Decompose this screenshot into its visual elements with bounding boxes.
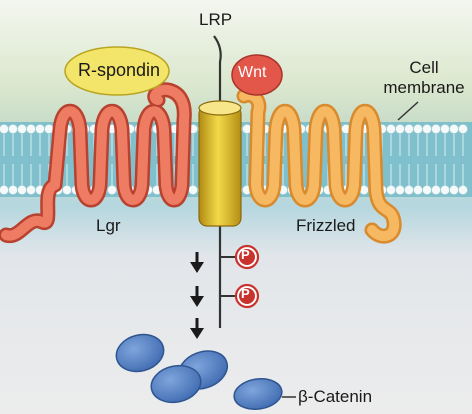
lipid-head — [16, 184, 27, 195]
lipid-head — [412, 124, 423, 135]
lipid-head — [385, 184, 396, 195]
lipid-head — [62, 184, 73, 195]
frizzled-receptor — [236, 87, 402, 244]
lipid-head — [448, 184, 459, 195]
signal-arrows — [190, 252, 204, 339]
arrow-3 — [190, 318, 204, 339]
lipid-head — [394, 184, 405, 195]
beta-catenin-blob — [115, 333, 165, 373]
lipid-head — [35, 124, 46, 135]
arrow-1 — [190, 252, 204, 273]
arrow-2 — [190, 286, 204, 307]
r-spondin-ligand — [64, 46, 170, 96]
phospho-group-2 — [220, 283, 260, 309]
lipid-head — [7, 184, 18, 195]
lipid-head — [439, 124, 450, 135]
lipid-head — [421, 184, 432, 195]
lipid-head — [25, 184, 36, 195]
lipid-head — [430, 124, 441, 135]
lgr-label: Lgr — [96, 216, 121, 235]
wnt-label: Wnt — [238, 64, 267, 81]
lipid-head — [430, 184, 441, 195]
lipid-head — [457, 184, 468, 195]
phospho-group-1 — [220, 244, 260, 270]
lipid-head — [403, 184, 414, 195]
lipid-head — [439, 184, 450, 195]
lipid-head — [448, 124, 459, 135]
beta-catenin-label: β-Catenin — [298, 387, 373, 406]
frizzled-label: Frizzled — [296, 216, 356, 235]
beta-catenin-molecules — [115, 333, 283, 410]
lipid-head — [107, 184, 118, 195]
lipid-head — [16, 124, 27, 135]
lipid-head — [412, 184, 423, 195]
beta-catenin-blob — [233, 378, 283, 410]
lipid-head — [421, 124, 432, 135]
lipid-head — [7, 124, 18, 135]
lipid-head — [385, 124, 396, 135]
lipid-head — [394, 124, 405, 135]
lipid-head — [187, 184, 198, 195]
lrp-coreceptor — [198, 35, 242, 328]
phospho-label-1: P — [241, 247, 250, 262]
lipid-head — [0, 185, 9, 195]
r-spondin-label: R-spondin — [78, 60, 161, 80]
lipid-head — [44, 124, 55, 135]
lgr-receptor — [0, 82, 192, 244]
membrane-pointer — [397, 101, 419, 121]
cell-membrane-label-line2: membrane — [383, 78, 465, 97]
wnt-ligand — [231, 54, 283, 96]
lipid-head — [403, 124, 414, 135]
cell-membrane-label-line1: Cell — [409, 58, 439, 77]
beta-catenin-blob — [150, 364, 202, 404]
phospho-label-2: P — [241, 286, 250, 301]
lipid-head — [25, 124, 36, 135]
lipid-head — [457, 124, 468, 135]
lipid-head — [0, 124, 9, 134]
lrp-label: LRP — [199, 10, 233, 29]
